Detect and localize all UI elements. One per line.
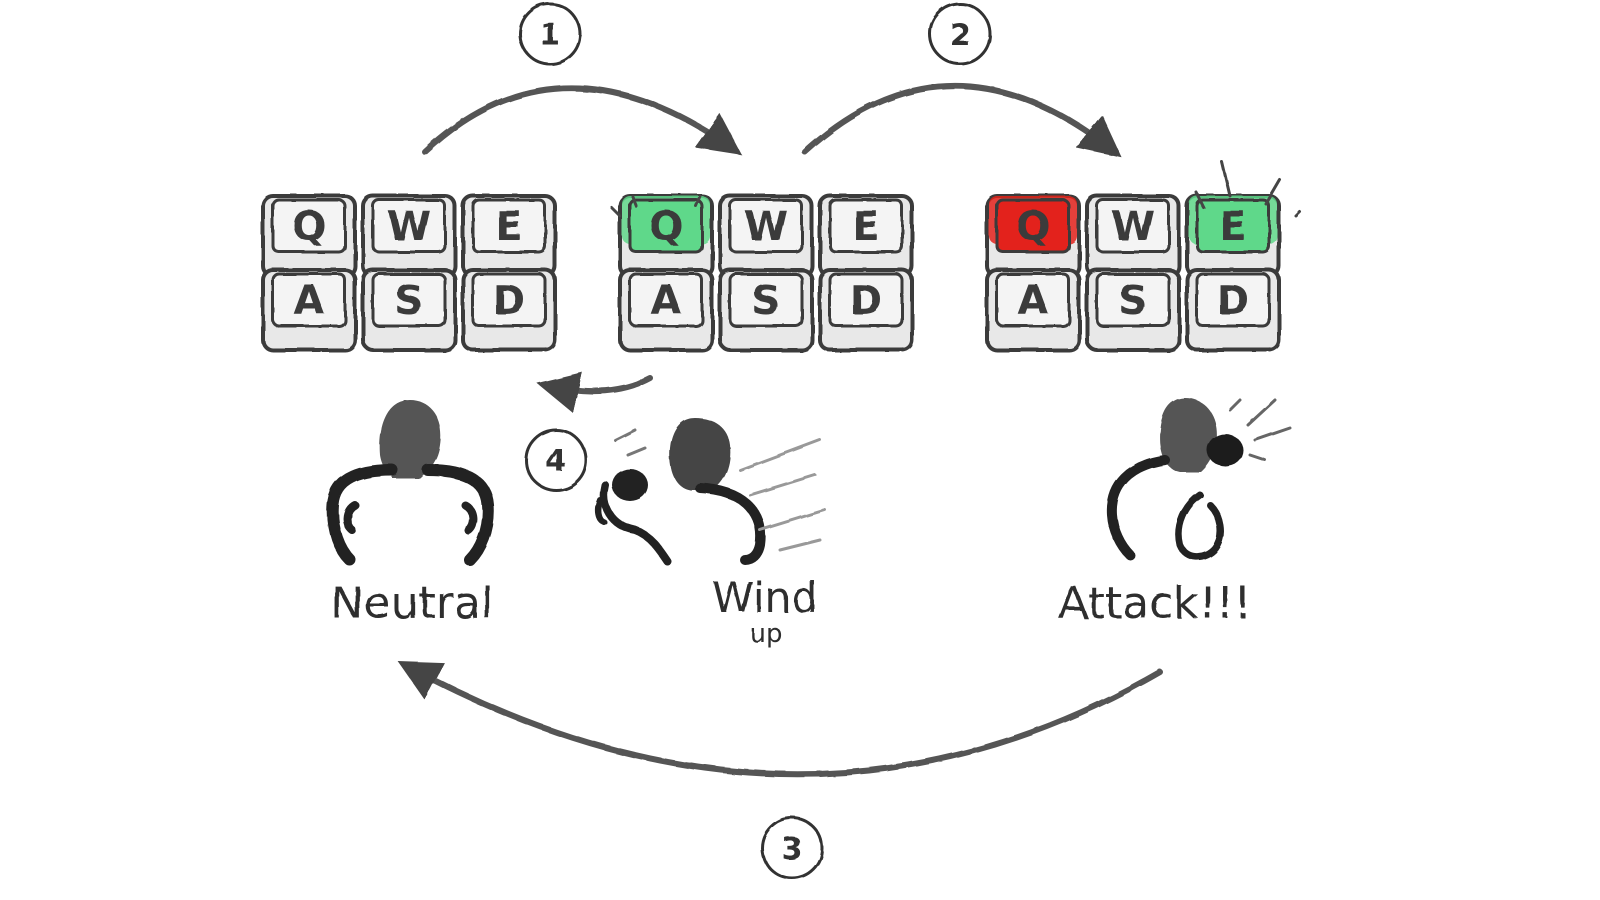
- key-e-neutral: E: [461, 194, 557, 278]
- state-label-neutral: Neutral: [331, 578, 493, 629]
- windup-figure: [594, 418, 827, 566]
- key-label: S: [395, 278, 424, 324]
- step-2-badge: 2: [928, 2, 992, 66]
- state-label-attack: Attack!!!: [1058, 578, 1251, 629]
- key-w-neutral: W: [361, 194, 457, 278]
- step-1-label: 1: [540, 18, 561, 53]
- keyboard-neutral: Q W E A S D: [261, 194, 557, 352]
- key-label: W: [744, 204, 788, 250]
- key-a-windup: A: [618, 268, 714, 352]
- arrow-step-3: [397, 660, 1163, 778]
- step-3-label: 3: [782, 832, 803, 867]
- state-label-windup-sub: up: [750, 619, 783, 649]
- key-label: S: [1119, 278, 1148, 324]
- attack-figure: [1106, 398, 1292, 561]
- impact-lines-windup: [610, 194, 702, 218]
- key-s-windup: S: [718, 268, 814, 352]
- state-label-windup: Wind: [712, 573, 818, 622]
- key-e-windup: E: [818, 194, 914, 278]
- arrow-step-1: [422, 85, 742, 155]
- step-4-label: 4: [546, 444, 567, 479]
- key-q-attack: Q: [985, 194, 1081, 278]
- key-e-attack: E: [1185, 194, 1281, 278]
- key-a-neutral: A: [261, 268, 357, 352]
- key-label: A: [651, 278, 682, 324]
- key-label: D: [492, 278, 525, 324]
- key-w-windup: W: [718, 194, 814, 278]
- key-q-neutral: Q: [261, 194, 357, 278]
- key-w-attack: W: [1085, 194, 1181, 278]
- key-a-attack: A: [985, 268, 1081, 352]
- key-s-attack: S: [1085, 268, 1181, 352]
- key-label: E: [1219, 204, 1246, 250]
- key-q-windup: Q: [618, 194, 714, 278]
- key-label: Q: [1016, 204, 1050, 250]
- key-label: D: [1216, 278, 1249, 324]
- key-s-neutral: S: [361, 268, 457, 352]
- step-2-label: 2: [950, 18, 971, 53]
- arrow-step-2: [802, 83, 1122, 158]
- impact-lines-attack: [1194, 160, 1302, 218]
- key-label: W: [387, 204, 431, 250]
- step-4-badge: 4: [524, 428, 588, 492]
- key-d-attack: D: [1185, 268, 1281, 352]
- key-label: Q: [649, 204, 683, 250]
- arrow-step-4: [536, 372, 653, 414]
- key-d-neutral: D: [461, 268, 557, 352]
- key-label: S: [752, 278, 781, 324]
- key-d-windup: D: [818, 268, 914, 352]
- key-label: D: [849, 278, 882, 324]
- keyboard-attack: Q W E A S D: [985, 194, 1281, 352]
- key-label: A: [1018, 278, 1049, 324]
- key-label: W: [1111, 204, 1155, 250]
- step-3-badge: 3: [760, 816, 824, 880]
- key-label: A: [294, 278, 325, 324]
- keyboard-windup: Q W E A S D: [618, 194, 914, 352]
- key-label: Q: [292, 204, 326, 250]
- neutral-figure: [326, 400, 495, 566]
- key-label: E: [852, 204, 879, 250]
- key-label: E: [495, 204, 522, 250]
- step-1-badge: 1: [518, 2, 582, 66]
